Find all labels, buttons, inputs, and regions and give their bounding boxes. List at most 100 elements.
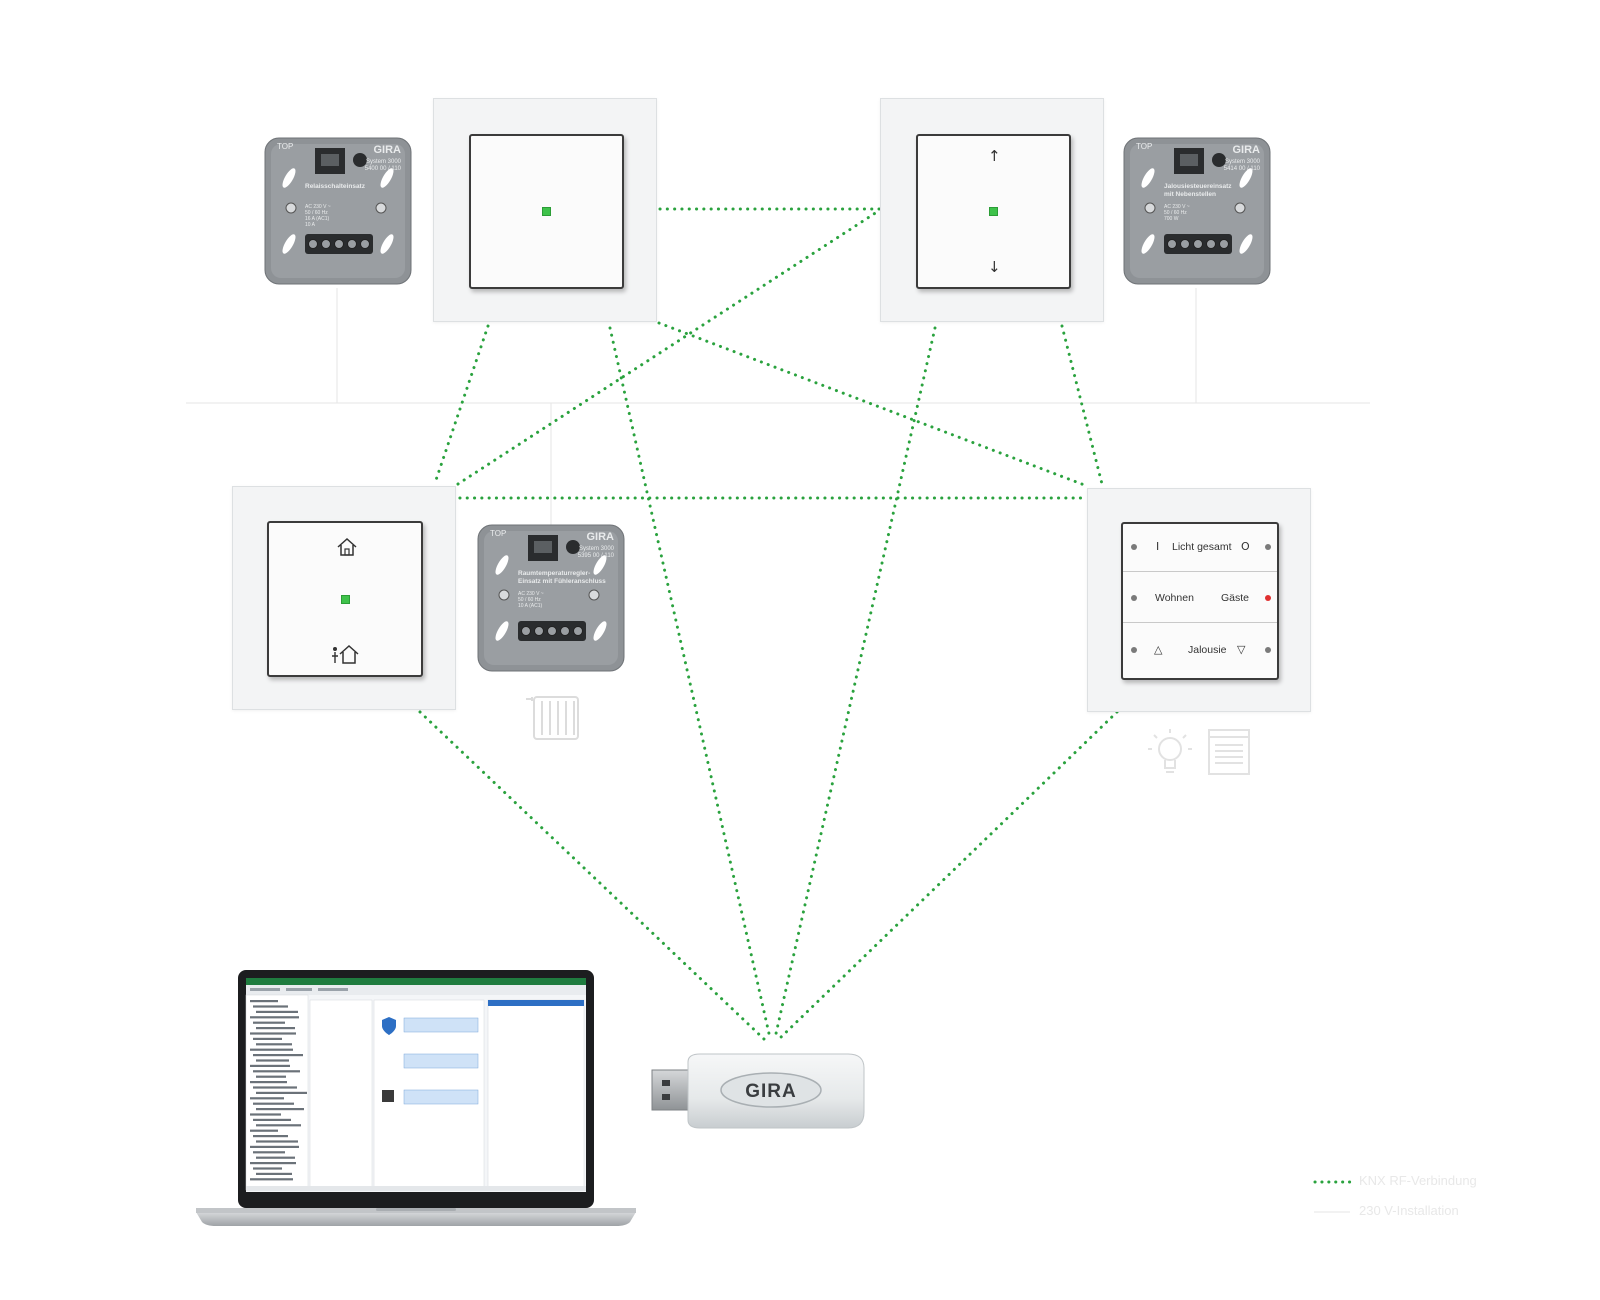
insert-label: System 3000 [1225, 159, 1261, 165]
legend-wire-swatch [1314, 1211, 1350, 1213]
tree-row [253, 1102, 294, 1105]
insert-label: mit Nebenstellen [1164, 191, 1216, 198]
tree-row [256, 1027, 295, 1030]
label-jalousie: Jalousie [1188, 644, 1227, 656]
insert-label: TOP [490, 529, 506, 538]
triangle-up-icon: △ [1154, 643, 1163, 656]
insert-label: Jalousiesteuereinsatz [1164, 183, 1232, 190]
pushbutton-row-jalousie[interactable]: △ Jalousie ▽ [1123, 627, 1277, 675]
tree-row [250, 1048, 293, 1051]
pushbutton-row-wohnen[interactable]: Wohnen Gäste [1123, 575, 1277, 623]
insert-label: System 3000 [579, 546, 615, 552]
arrow-up-icon: ↑ [988, 147, 1001, 165]
tree-row [250, 1000, 278, 1003]
status-led [341, 595, 350, 604]
label-licht-gesamt: Licht gesamt [1172, 541, 1232, 553]
arrow-down-icon: ↓ [988, 258, 1001, 276]
laptop [196, 970, 636, 1226]
rocker-relay[interactable] [469, 134, 624, 289]
triangle-down-icon: ▽ [1237, 643, 1246, 656]
insert-label: TOP [277, 142, 293, 151]
usb-stick: GIRA [651, 1053, 865, 1129]
tree-row [256, 1010, 298, 1013]
row-led-red [1265, 595, 1271, 601]
legend-rf-label: KNX RF-Verbindung [1359, 1173, 1477, 1188]
tree-row [253, 1151, 285, 1154]
insert-label: 10 A [305, 222, 316, 228]
on-icon: I [1156, 540, 1160, 553]
label-gaeste: Gäste [1221, 592, 1250, 604]
rf-link [418, 710, 767, 1042]
away-icon [332, 644, 359, 664]
tree-row [253, 1054, 303, 1057]
insert-label: Einsatz mit Fühleranschluss [518, 578, 606, 585]
tree-row [250, 1162, 296, 1165]
switch-frame-blind[interactable]: ↑ ↓ [880, 98, 1104, 322]
insert-label: GIRA [1233, 144, 1261, 156]
tree-row [256, 1108, 304, 1111]
tree-row [253, 1005, 288, 1008]
insert-label: Raumtemperaturregler- [518, 570, 590, 577]
tree-row [256, 1059, 289, 1062]
switch-frame-relay[interactable] [433, 98, 657, 322]
insert-label: GIRA [587, 531, 615, 543]
rf-link [434, 324, 490, 482]
tree-row [256, 1124, 301, 1127]
rf-link [657, 321, 1089, 488]
insert-label: 5395 00 / 110 [578, 553, 615, 559]
tree-row [250, 1178, 293, 1181]
switch-frame-thermostat[interactable] [232, 486, 456, 710]
insert-label: AC 230 V ~ [1164, 204, 1190, 210]
tree-row [256, 1156, 295, 1159]
pushbutton-frame[interactable]: I Licht gesamt O Wohnen Gäste △ Jalousie… [1087, 488, 1311, 712]
off-icon: O [1241, 540, 1250, 553]
legend-wire-label: 230 V-Installation [1359, 1203, 1459, 1218]
insert-label: TOP [1136, 142, 1152, 151]
tree-row [253, 1118, 291, 1121]
tree-row [253, 1021, 285, 1024]
tree-row [250, 1064, 290, 1067]
insert-label: 50 / 60 Hz [518, 597, 541, 603]
usb-brand-text: GIRA [745, 1081, 797, 1102]
tree-row [253, 1037, 282, 1040]
tree-row [256, 1140, 298, 1143]
pushbutton-row-licht[interactable]: I Licht gesamt O [1123, 524, 1277, 572]
insert-label: 10 A (AC1) [518, 603, 543, 609]
radiator-icon [526, 696, 579, 740]
status-led [542, 207, 551, 216]
row-led-right [1265, 544, 1271, 550]
insert-label: AC 230 V ~ [305, 204, 331, 210]
home-icon [337, 537, 357, 556]
rf-link [1060, 324, 1104, 486]
tree-row [256, 1091, 307, 1094]
tree-row [253, 1135, 288, 1138]
tree-row [253, 1086, 297, 1089]
rocker-blind[interactable]: ↑ ↓ [916, 134, 1071, 289]
pushbutton-panel[interactable]: I Licht gesamt O Wohnen Gäste △ Jalousie… [1121, 522, 1279, 680]
insert-label: 700 W [1164, 216, 1179, 222]
tree-row [250, 1097, 284, 1100]
insert-label: AC 230 V ~ [518, 591, 544, 597]
row-led-left [1131, 595, 1137, 601]
label-wohnen: Wohnen [1155, 592, 1194, 604]
tree-row [253, 1167, 282, 1170]
tree-row [250, 1032, 296, 1035]
rf-connection-lines [418, 207, 1119, 1042]
rocker-thermostat[interactable] [267, 521, 423, 677]
tree-row [253, 1070, 300, 1073]
tree-row [256, 1043, 292, 1046]
insert-label: GIRA [374, 144, 402, 156]
lightbulb-icon [1148, 729, 1192, 773]
blind-icon [1208, 729, 1250, 775]
tree-row [250, 1113, 281, 1116]
tree-row [250, 1129, 278, 1132]
insert-label: 16 A (AC1) [305, 216, 330, 222]
tree-row [250, 1145, 299, 1148]
legend-rf-swatch [1313, 1180, 1352, 1184]
row-led-left [1131, 544, 1137, 550]
insert-label: Relaisschalteinsatz [305, 183, 366, 190]
